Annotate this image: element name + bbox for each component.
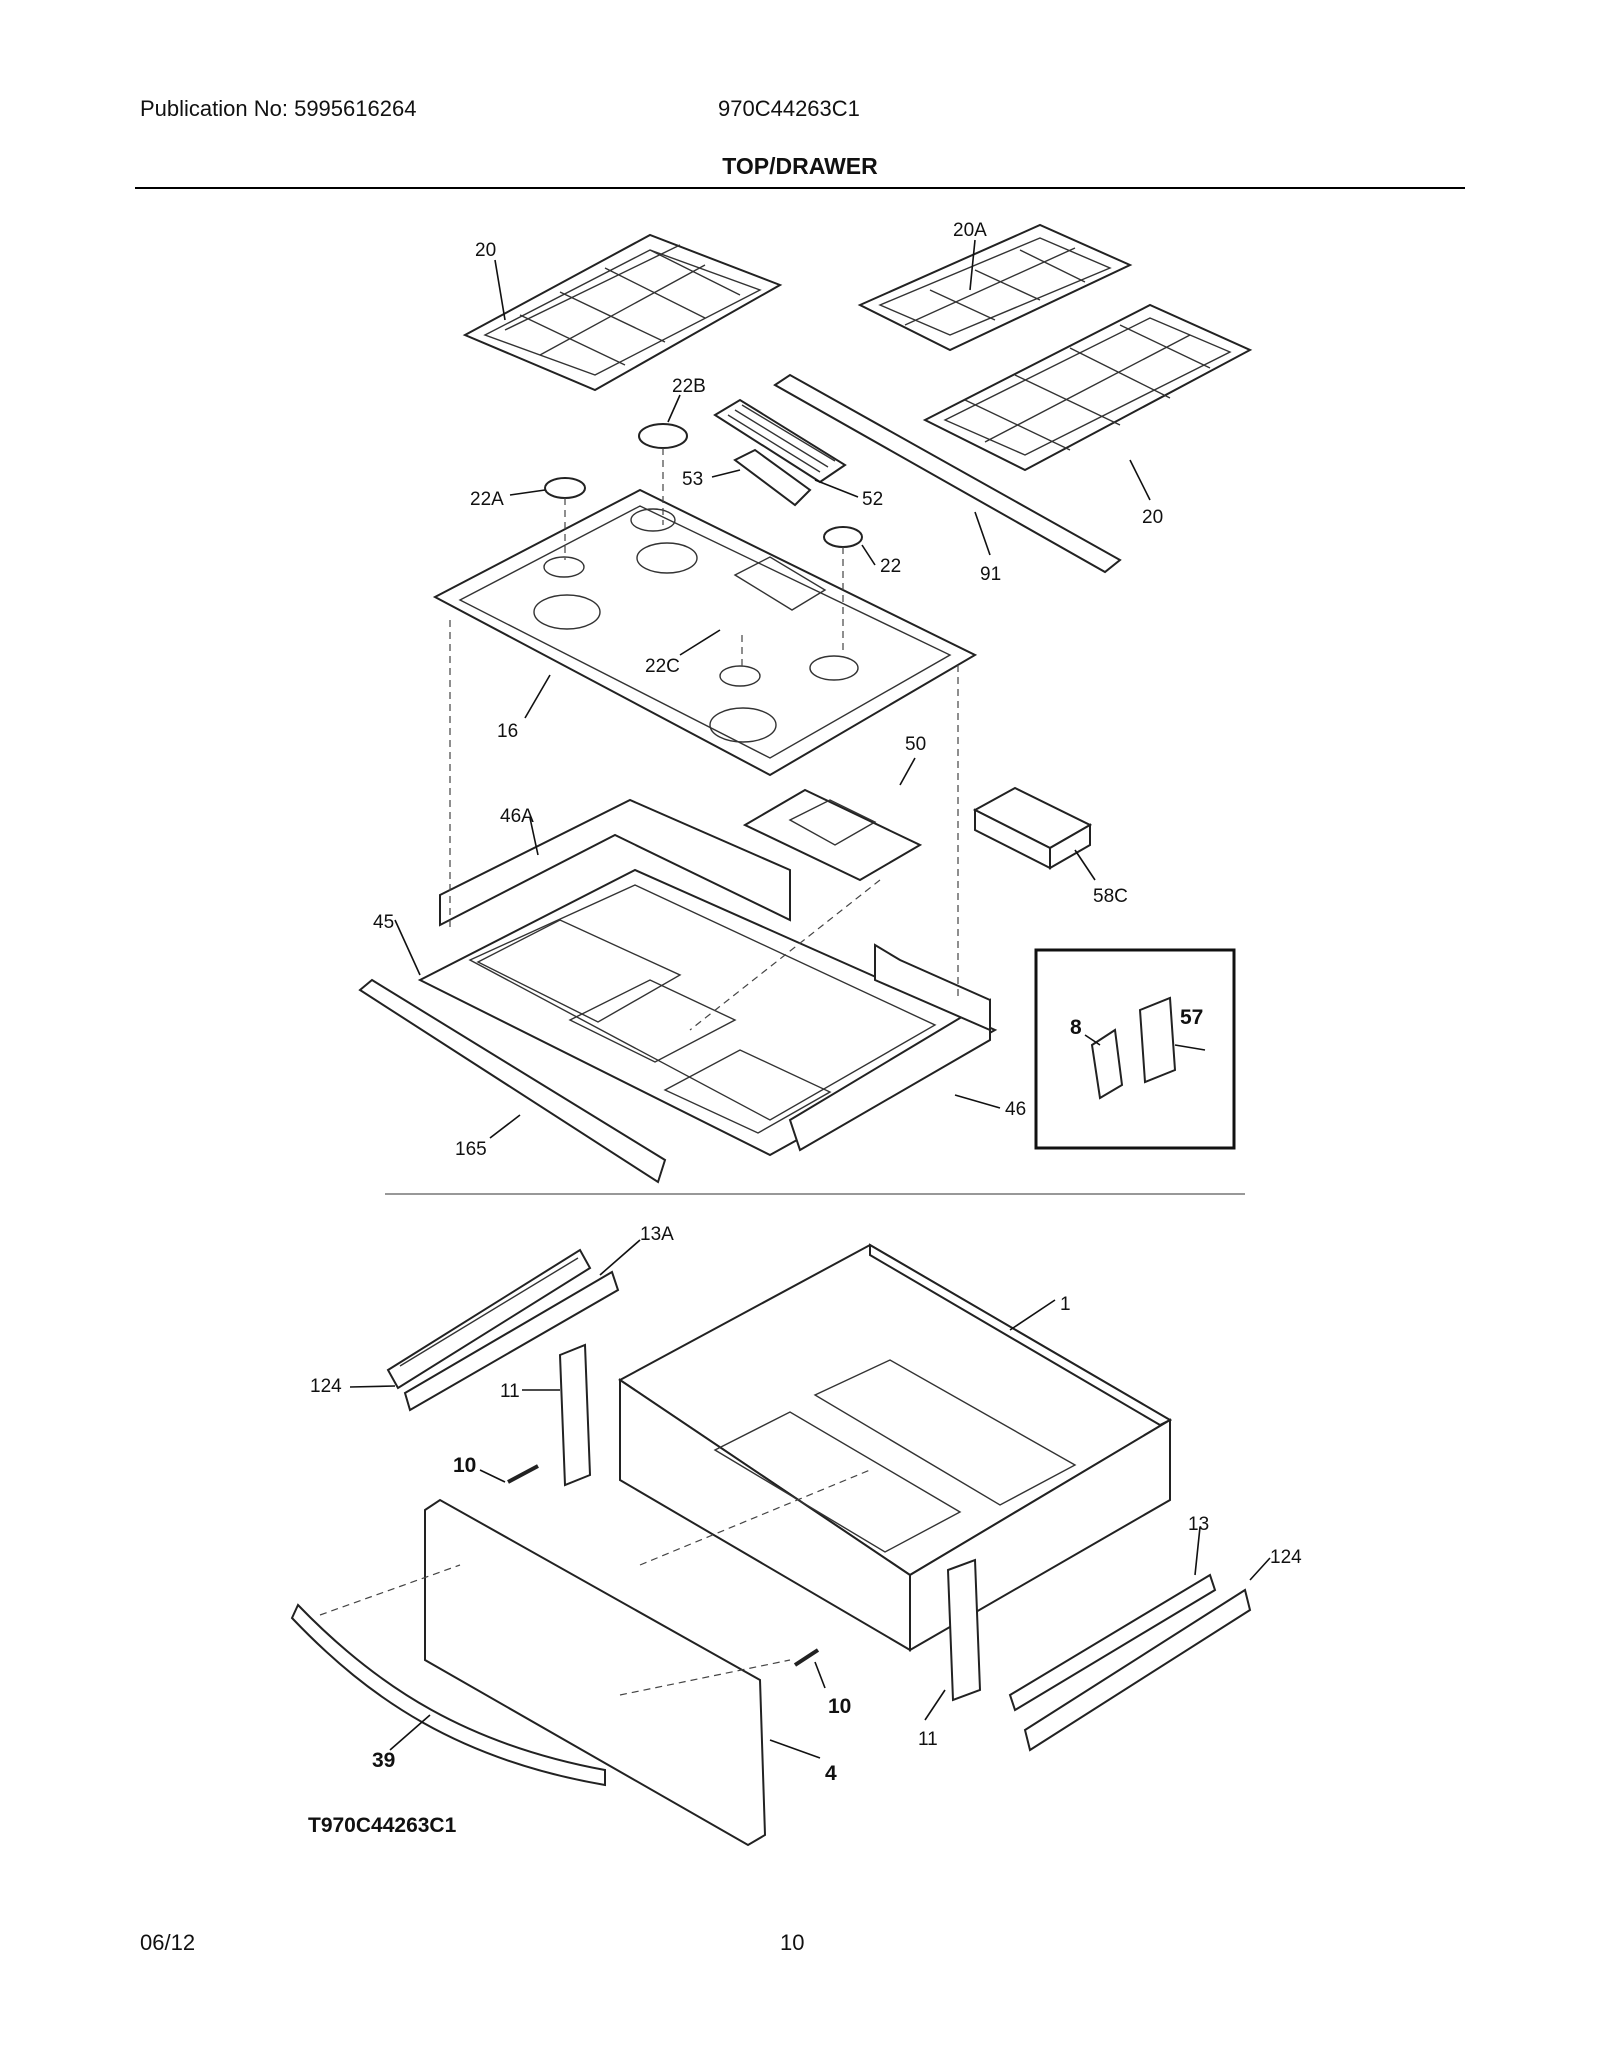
trim-strip-91	[773, 373, 1122, 574]
callout-45: 45	[373, 912, 394, 933]
guide-lines	[319, 448, 959, 1696]
side-panel-46a	[439, 798, 791, 927]
footer-page-number: 10	[780, 1930, 805, 1955]
insert-53	[733, 448, 812, 507]
callout-22: 22	[880, 556, 901, 577]
burner-cap-22b	[638, 423, 688, 449]
title-rule	[135, 187, 1465, 189]
chassis-45	[417, 868, 998, 1157]
bracket-11-left	[558, 1343, 592, 1487]
callout-20-left: 20	[475, 240, 496, 261]
callout-91: 91	[980, 564, 1001, 585]
side-panel-46	[788, 943, 991, 1152]
front-frame-165	[358, 978, 667, 1184]
cooktop-16	[432, 488, 978, 777]
callout-124-left: 124	[310, 1376, 342, 1397]
model-number: 970C44263C1	[718, 96, 860, 121]
screw-10-right	[793, 1648, 820, 1667]
packaging-58c	[972, 786, 1093, 870]
slide-13a	[386, 1248, 592, 1390]
callout-53: 53	[682, 469, 703, 490]
callout-1: 1	[1060, 1294, 1071, 1315]
callout-10-right: 10	[828, 1695, 851, 1718]
footer-date: 06/12	[140, 1930, 196, 1955]
diagram-id: T970C44263C1	[308, 1814, 457, 1837]
callout-13a: 13A	[640, 1224, 674, 1245]
screw-10-left	[507, 1464, 539, 1484]
callout-46a: 46A	[500, 806, 534, 827]
burner-cap-22a	[544, 477, 586, 499]
callout-58c: 58C	[1093, 886, 1128, 907]
callout-39: 39	[372, 1749, 395, 1772]
callout-13: 13	[1188, 1514, 1209, 1535]
publication-number: Publication No: 5995616264	[140, 96, 417, 121]
grate-left	[462, 233, 783, 392]
grate-right	[922, 303, 1253, 472]
callout-10-left: 10	[453, 1454, 476, 1477]
callout-22a: 22A	[470, 489, 504, 510]
detail-box	[1034, 948, 1236, 1150]
slide-13	[1008, 1573, 1217, 1712]
callout-52: 52	[862, 489, 883, 510]
ignitor-8	[1090, 1028, 1124, 1100]
grate-20a	[857, 223, 1133, 352]
burner-cap-22	[823, 526, 863, 548]
callout-165: 165	[455, 1139, 487, 1160]
callout-50: 50	[905, 734, 926, 755]
callout-20a: 20A	[953, 220, 987, 241]
handle-39	[290, 1603, 606, 1787]
bracket-11-right	[946, 1558, 982, 1702]
drawer-body-1	[618, 1243, 1173, 1652]
page-title: TOP/DRAWER	[722, 153, 878, 179]
callout-124-right: 124	[1270, 1547, 1302, 1568]
callout-57: 57	[1180, 1006, 1203, 1029]
rail-124-left	[403, 1270, 620, 1412]
griddle-52	[713, 398, 847, 484]
callout-4: 4	[825, 1762, 837, 1785]
callout-11-left: 11	[500, 1381, 520, 1402]
drawer-front-4	[424, 1498, 767, 1847]
callout-16: 16	[497, 721, 518, 742]
callout-8: 8	[1070, 1016, 1082, 1039]
burner-box-50	[742, 788, 923, 882]
callout-11-right: 11	[918, 1729, 938, 1750]
callout-22b: 22B	[672, 376, 706, 397]
callout-22c: 22C	[645, 656, 680, 677]
bracket-57	[1138, 996, 1177, 1084]
rail-124-right	[1023, 1588, 1252, 1752]
leader-lines	[349, 239, 1271, 1759]
callout-46: 46	[1005, 1099, 1026, 1120]
callout-20-right: 20	[1142, 507, 1163, 528]
